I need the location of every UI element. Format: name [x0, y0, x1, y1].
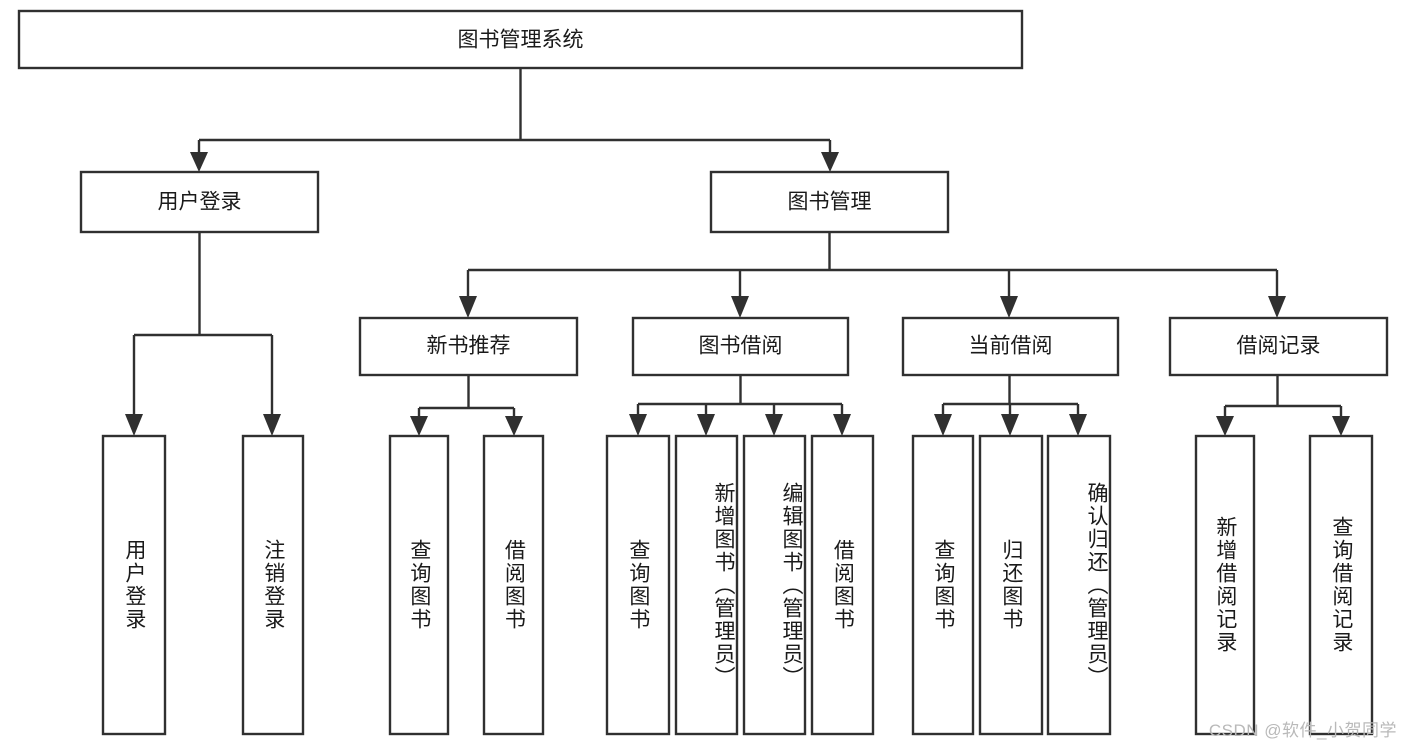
- node-book-manage-label: 图书管理: [788, 191, 872, 214]
- node-new-book-rec-label: 新书推荐: [427, 335, 511, 358]
- leaf-box-confirm-return[interactable]: [1046, 434, 1112, 736]
- node-user-login[interactable]: 用户登录: [79, 170, 320, 234]
- node-user-login-label: 用户登录: [158, 191, 242, 214]
- leaf-box-edit-book[interactable]: [742, 434, 807, 736]
- leaf-box-query-book-3[interactable]: [911, 434, 975, 736]
- connector-bookborrow-to-leaves: [629, 375, 851, 436]
- connector-bookmanage-to-level2: [459, 232, 1286, 318]
- node-new-book-rec[interactable]: 新书推荐: [358, 316, 579, 377]
- node-book-borrow[interactable]: 图书借阅: [631, 316, 850, 377]
- node-borrow-record-label: 借阅记录: [1237, 335, 1321, 358]
- connector-borrowrecord-to-leaves: [1216, 375, 1350, 436]
- node-book-borrow-label: 图书借阅: [699, 335, 783, 358]
- connector-root-to-level1: [190, 68, 839, 172]
- leaf-box-query-record[interactable]: [1308, 434, 1374, 736]
- leaf-box-borrow-book-1[interactable]: [482, 434, 545, 736]
- connector-currentborrow-to-leaves: [934, 375, 1087, 436]
- leaf-box-add-book[interactable]: [674, 434, 739, 736]
- node-current-borrow[interactable]: 当前借阅: [901, 316, 1120, 377]
- leaf-box-add-record[interactable]: [1194, 434, 1256, 736]
- connector-userlogin-to-leaves: [125, 232, 281, 436]
- node-borrow-record[interactable]: 借阅记录: [1168, 316, 1389, 377]
- node-book-manage[interactable]: 图书管理: [709, 170, 950, 234]
- leaf-box-logout[interactable]: [241, 434, 305, 736]
- leaf-box-query-book-2[interactable]: [605, 434, 671, 736]
- leaf-box-borrow-book-2[interactable]: [810, 434, 875, 736]
- node-root[interactable]: 图书管理系统: [17, 9, 1024, 70]
- leaf-boxes: [101, 434, 1374, 736]
- leaf-box-user-login[interactable]: [101, 434, 167, 736]
- connector-newbook-to-leaves: [410, 375, 523, 436]
- leaf-box-query-book-1[interactable]: [388, 434, 450, 736]
- node-root-label: 图书管理系统: [458, 29, 584, 52]
- node-current-borrow-label: 当前借阅: [969, 335, 1053, 358]
- csdn-watermark: CSDN @软件_小贺同学: [1208, 721, 1397, 740]
- leaf-box-return-book[interactable]: [978, 434, 1044, 736]
